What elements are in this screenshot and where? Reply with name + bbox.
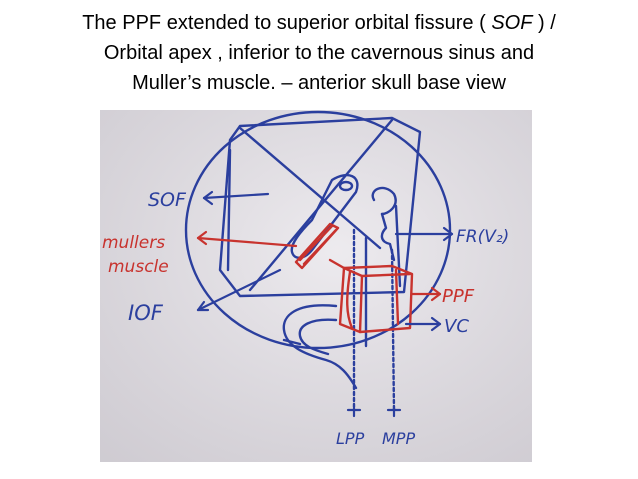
title-emphasis-sof: SOF xyxy=(491,12,533,34)
vc-arrowhead xyxy=(430,316,442,332)
ppf-arrowhead xyxy=(430,286,442,302)
ppf-inner-line xyxy=(394,268,400,326)
title-line-1: The PPF extended to superior orbital fis… xyxy=(20,8,618,38)
title-line-3: Muller’s muscle. – anterior skull base v… xyxy=(132,72,506,94)
label-iof: IOF xyxy=(128,301,164,325)
lpp-arrow xyxy=(346,406,362,418)
paper-shading xyxy=(100,110,532,462)
diagonal-line-upper-right xyxy=(248,118,394,292)
iof-arrow xyxy=(196,268,282,312)
title-line-1-pre: The PPF extended to superior orbital fis… xyxy=(82,12,492,34)
title-line-1-post: ) / xyxy=(532,12,556,34)
ppf-connector xyxy=(328,258,346,270)
label-lpp: LPP xyxy=(336,429,365,448)
lower-hook-outer xyxy=(282,304,358,390)
mullers-arrowhead xyxy=(196,230,208,246)
label-sof: SOF xyxy=(148,189,187,211)
right-hook-lower xyxy=(380,212,396,262)
label-vc: VC xyxy=(444,316,469,337)
iof-arrowhead xyxy=(196,300,210,312)
vertical-line-right xyxy=(394,204,402,288)
mullers-muscle-shape xyxy=(294,222,340,270)
lower-hook-inner xyxy=(298,318,338,356)
left-wall-line xyxy=(226,148,232,272)
mullers-muscle-fill-2 xyxy=(302,228,338,266)
mullers-muscle-fill-1 xyxy=(298,224,334,262)
label-mullers-1: mullers xyxy=(102,233,165,253)
title-line-2: Orbital apex , inferior to the cavernous… xyxy=(103,42,535,64)
label-ppf: PPF xyxy=(442,286,475,307)
sketch-photo: SOF mullers muscle IOF FR(V₂) PPF VC LPP… xyxy=(100,110,532,462)
orbit-frame xyxy=(218,116,422,298)
mpp-arrow xyxy=(386,406,402,418)
slide-title: The PPF extended to superior orbital fis… xyxy=(20,8,618,98)
diagonal-line-upper-left xyxy=(238,126,382,250)
right-hook-upper xyxy=(371,186,397,216)
mullers-arrow xyxy=(196,236,298,248)
ppf-box-front-edge xyxy=(358,274,364,334)
sof-arrow xyxy=(202,192,270,200)
sketch-svg: SOF mullers muscle IOF FR(V₂) PPF VC LPP… xyxy=(100,110,532,462)
ppf-box xyxy=(338,264,414,334)
label-mpp: MPP xyxy=(382,429,415,448)
lower-hook-tick xyxy=(282,338,302,346)
orbit-outline xyxy=(184,110,452,350)
ppf-curve-left xyxy=(346,270,354,330)
label-fr: FR(V₂) xyxy=(456,227,509,247)
label-mullers-2: muscle xyxy=(108,257,169,277)
sof-arrowhead xyxy=(202,190,214,206)
fr-arrowhead xyxy=(442,226,454,242)
sof-hole xyxy=(338,180,354,192)
